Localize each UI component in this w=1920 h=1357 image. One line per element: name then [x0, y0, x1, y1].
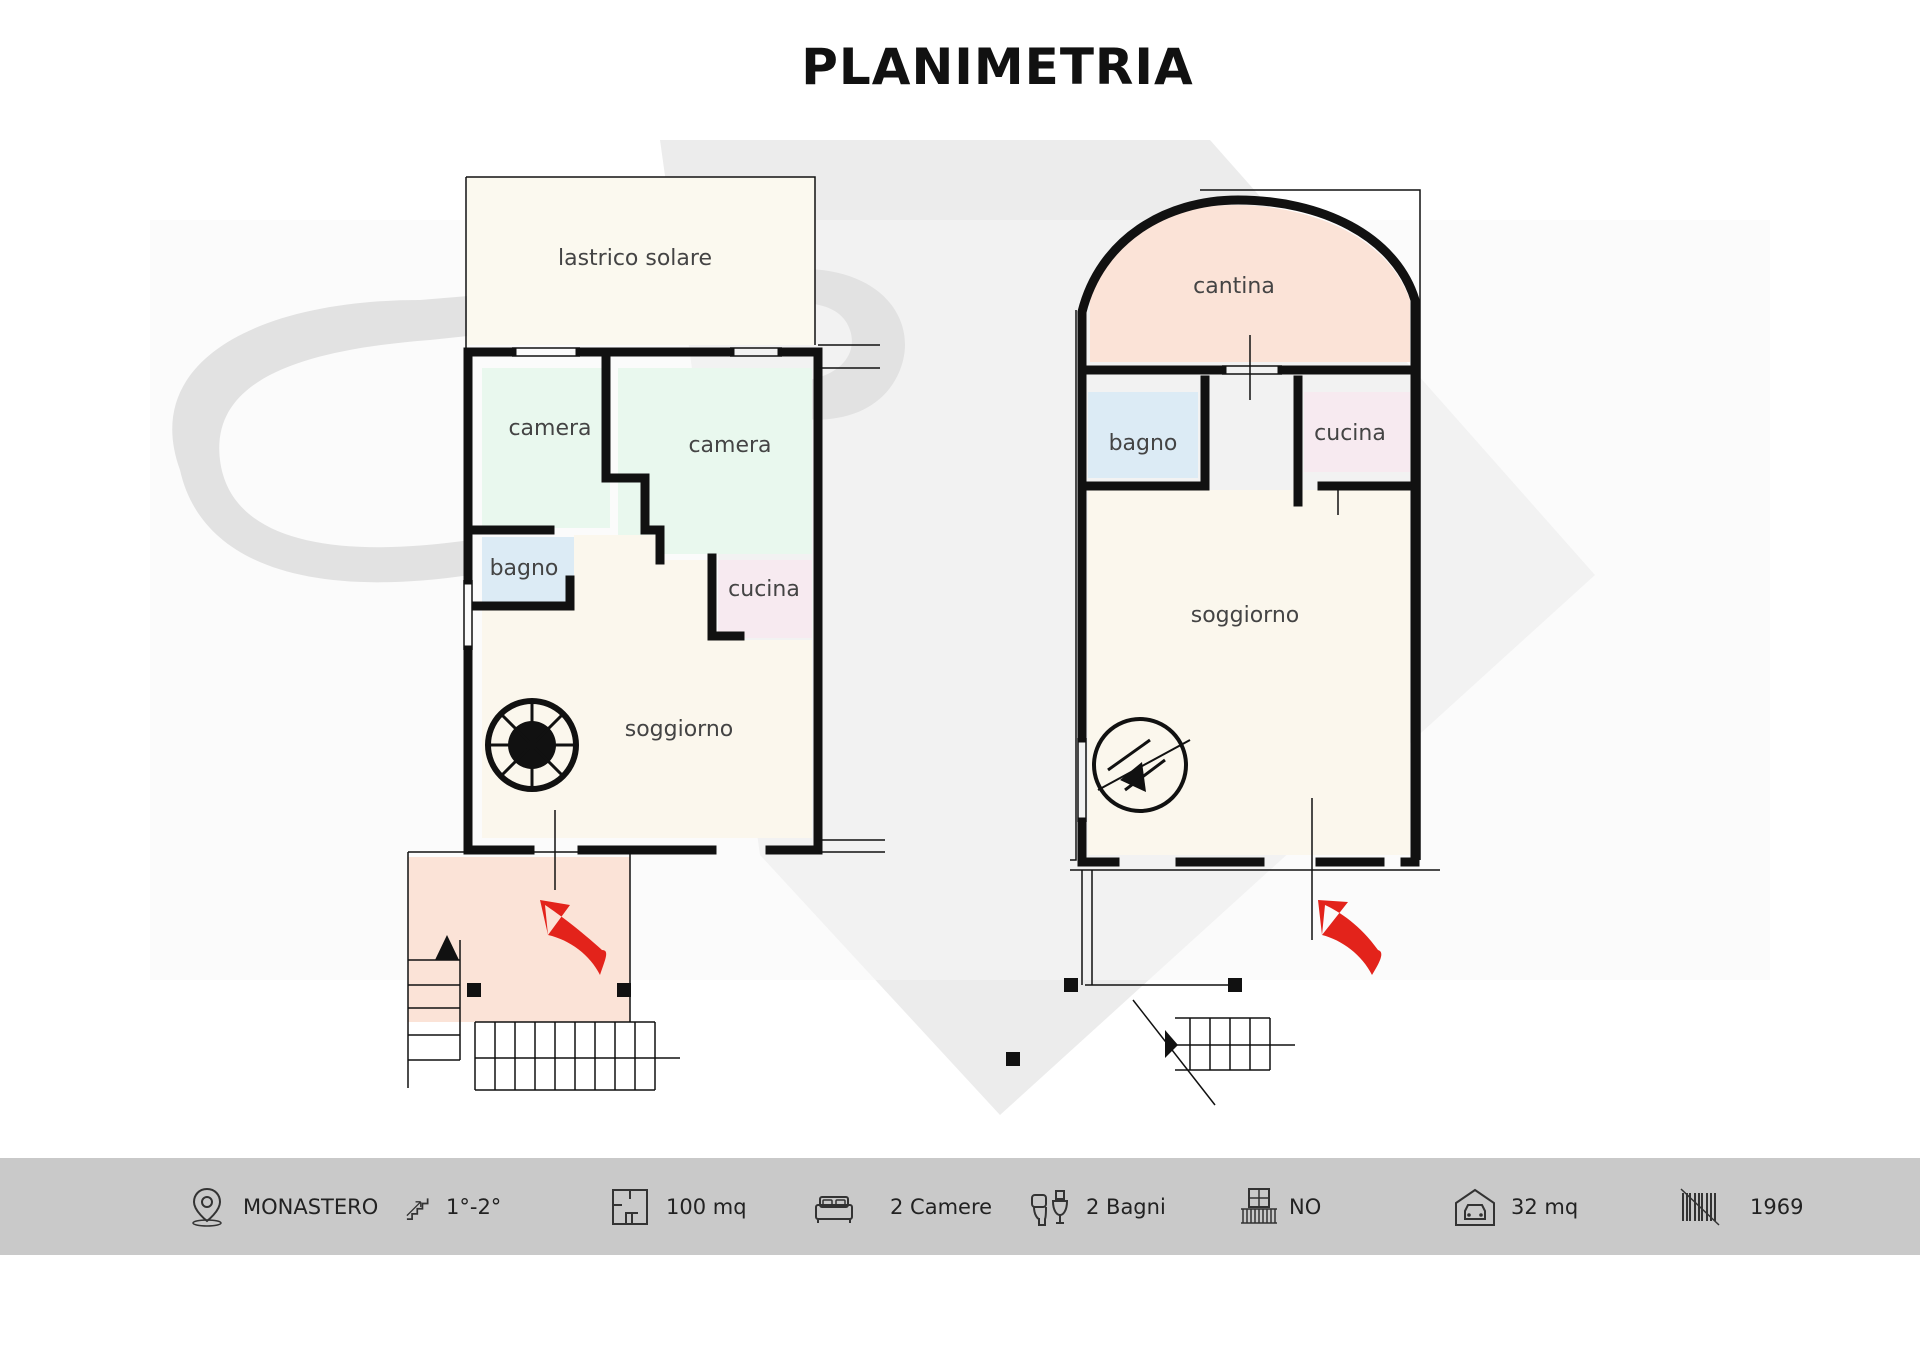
info-bathrooms: 2 Bagni	[1028, 1158, 1166, 1255]
room-label-bagno: bagno	[490, 556, 559, 581]
barcode-icon	[1680, 1187, 1720, 1226]
room-label-cantina: cantina	[1193, 274, 1275, 299]
room-cucina	[718, 560, 812, 638]
info-garage-label: 32 mq	[1511, 1194, 1579, 1219]
column-marker	[617, 983, 631, 997]
toilet-icon	[1031, 1189, 1069, 1226]
floor-plan-diagram: lastrico solare camera camera bagno cuci…	[150, 140, 1770, 1115]
info-location-label: MONASTERO	[243, 1194, 379, 1219]
plan-left	[407, 176, 885, 1091]
info-bathrooms-label: 2 Bagni	[1086, 1194, 1166, 1219]
walls-left	[463, 347, 823, 855]
room-camera-2	[618, 368, 812, 554]
garage-icon	[1455, 1188, 1495, 1226]
room-cucina-right	[1304, 392, 1410, 472]
room-label-bagno-right: bagno	[1109, 431, 1178, 456]
info-bedrooms: 2 Camere	[812, 1158, 992, 1255]
info-year-label: 1969	[1750, 1194, 1804, 1219]
info-garage: 32 mq	[1453, 1158, 1578, 1255]
entrance-arrow-icon	[540, 900, 607, 975]
info-location: MONASTERO	[185, 1158, 378, 1255]
spiral-staircase-right	[1092, 717, 1191, 813]
page-title: PLANIMETRIA	[801, 38, 1194, 96]
info-bedrooms-label: 2 Camere	[890, 1194, 993, 1219]
info-balcony: NO	[1237, 1158, 1321, 1255]
room-label-cucina: cucina	[728, 577, 800, 602]
room-camera-1	[482, 368, 610, 528]
room-soggiorno	[482, 535, 812, 838]
info-surface: 100 mq	[608, 1158, 747, 1255]
column-marker	[1064, 978, 1078, 992]
room-label-soggiorno: soggiorno	[625, 717, 734, 742]
room-label-camera-1: camera	[508, 416, 591, 441]
info-balcony-label: NO	[1289, 1194, 1322, 1219]
floor-plan-icon	[612, 1188, 648, 1225]
column-marker	[467, 983, 481, 997]
room-label-lastrico: lastrico solare	[558, 246, 712, 271]
watermark-logo	[150, 140, 1770, 1115]
thin-lines-right	[1070, 189, 1440, 1106]
column-marker	[1228, 978, 1242, 992]
stairs-icon	[406, 1197, 429, 1220]
bed-icon	[815, 1195, 853, 1223]
room-cantina	[1090, 205, 1410, 362]
room-label-camera-2: camera	[688, 433, 771, 458]
stair-arrow-icon	[435, 935, 459, 960]
stair-arrow-icon	[1165, 1030, 1178, 1058]
landing-peach	[408, 857, 630, 1022]
spiral-staircase-left	[485, 698, 579, 792]
column-marker	[1006, 1052, 1020, 1066]
room-soggiorno-right	[1088, 490, 1410, 855]
room-label-soggiorno-right: soggiorno	[1191, 603, 1300, 628]
info-year: 1969	[1678, 1158, 1803, 1255]
property-info-bar: MONASTERO 1°-2° 100 mq 2 Camere	[0, 1158, 1920, 1255]
room-lastrico-solare	[467, 177, 815, 345]
room-label-cucina-right: cucina	[1314, 421, 1386, 446]
plan-right	[1006, 189, 1440, 1106]
room-bagno-right	[1088, 392, 1198, 478]
location-pin-icon	[192, 1187, 222, 1227]
thin-lines-left	[407, 176, 885, 1091]
balcony-icon	[1241, 1187, 1277, 1224]
info-floor: 1°-2°	[400, 1158, 501, 1255]
entrance-arrow-icon	[1318, 900, 1382, 975]
walls-right	[1077, 195, 1420, 867]
info-floor-label: 1°-2°	[446, 1194, 502, 1219]
room-bagno	[482, 537, 574, 603]
info-surface-label: 100 mq	[666, 1194, 747, 1219]
